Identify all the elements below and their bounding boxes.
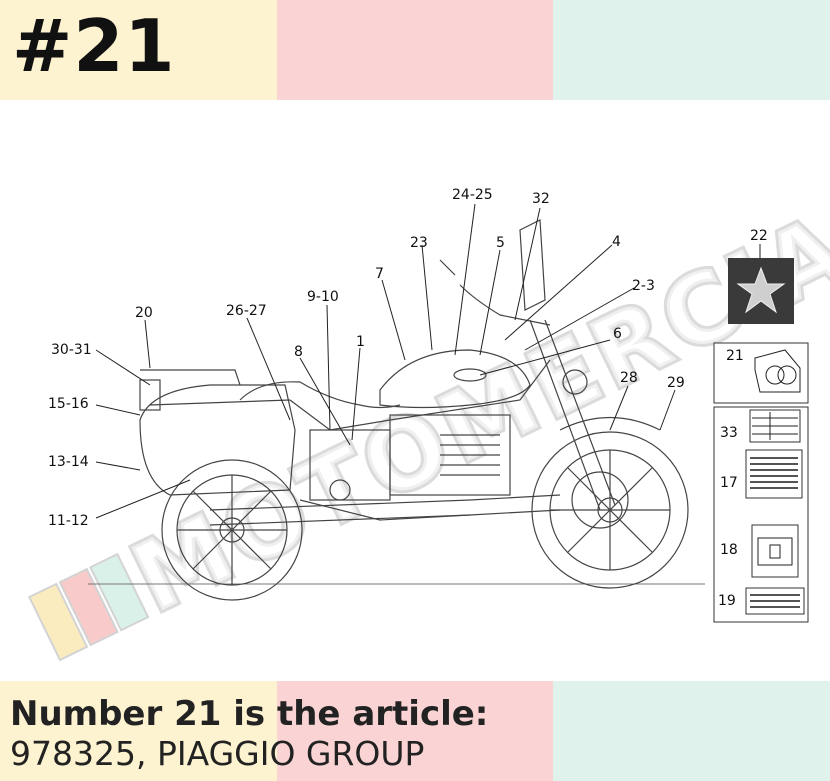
callout-23: 23 [410,235,428,251]
callout-32: 32 [532,191,550,207]
part-33-label: 33 [720,425,738,441]
callout-11-12: 11-12 [48,513,89,529]
star-icon [736,266,786,314]
watermark-stripe-yellow [27,582,89,662]
part-21-label: 21 [726,348,744,364]
callout-2-3: 2-3 [632,278,655,294]
callout-28: 28 [620,370,638,386]
part-labels-box [713,406,809,623]
watermark-stripe-mint [89,552,150,632]
header-band [0,0,830,100]
callout-labels: 24-25 32 23 5 4 7 2-3 20 26-27 9-10 30-3… [48,187,685,529]
callout-4: 4 [612,234,621,250]
exploded-parts-diagram: MOTOMERCIA MOTOMERCIA [27,187,830,662]
callout-5: 5 [496,235,505,251]
callout-7: 7 [375,266,384,282]
part-21-box [713,342,809,404]
callout-9-10: 9-10 [307,289,339,305]
caption-line-1: Number 21 is the article: [10,694,489,734]
side-parts-panel: 22 21 33 17 18 19 [713,228,809,623]
callout-leaders [95,203,676,519]
caption-line-2: 978325, PIAGGIO GROUP [10,734,425,773]
callout-20: 20 [135,305,153,321]
part-18-plate [751,524,799,578]
callout-24-25: 24-25 [452,187,493,203]
item-number-badge: #21 [12,4,176,88]
part-19-label: 19 [718,593,736,609]
footer-band [0,681,830,781]
callout-15-16: 15-16 [48,396,89,412]
callout-13-14: 13-14 [48,454,89,470]
part-21-sticker-icon [754,349,801,393]
motorcycle-drawing [139,219,689,601]
part-18-label: 18 [720,542,738,558]
callout-1: 1 [356,334,365,350]
callout-30-31: 30-31 [51,342,92,358]
callout-26-27: 26-27 [226,303,267,319]
part-22-label: 22 [750,228,768,244]
callout-6: 6 [613,326,622,342]
watermark: MOTOMERCIA MOTOMERCIA [27,189,830,662]
callout-29: 29 [667,375,685,391]
part-17-label: 17 [720,475,738,491]
callout-8: 8 [294,344,303,360]
watermark-stripe-pink [58,567,119,647]
